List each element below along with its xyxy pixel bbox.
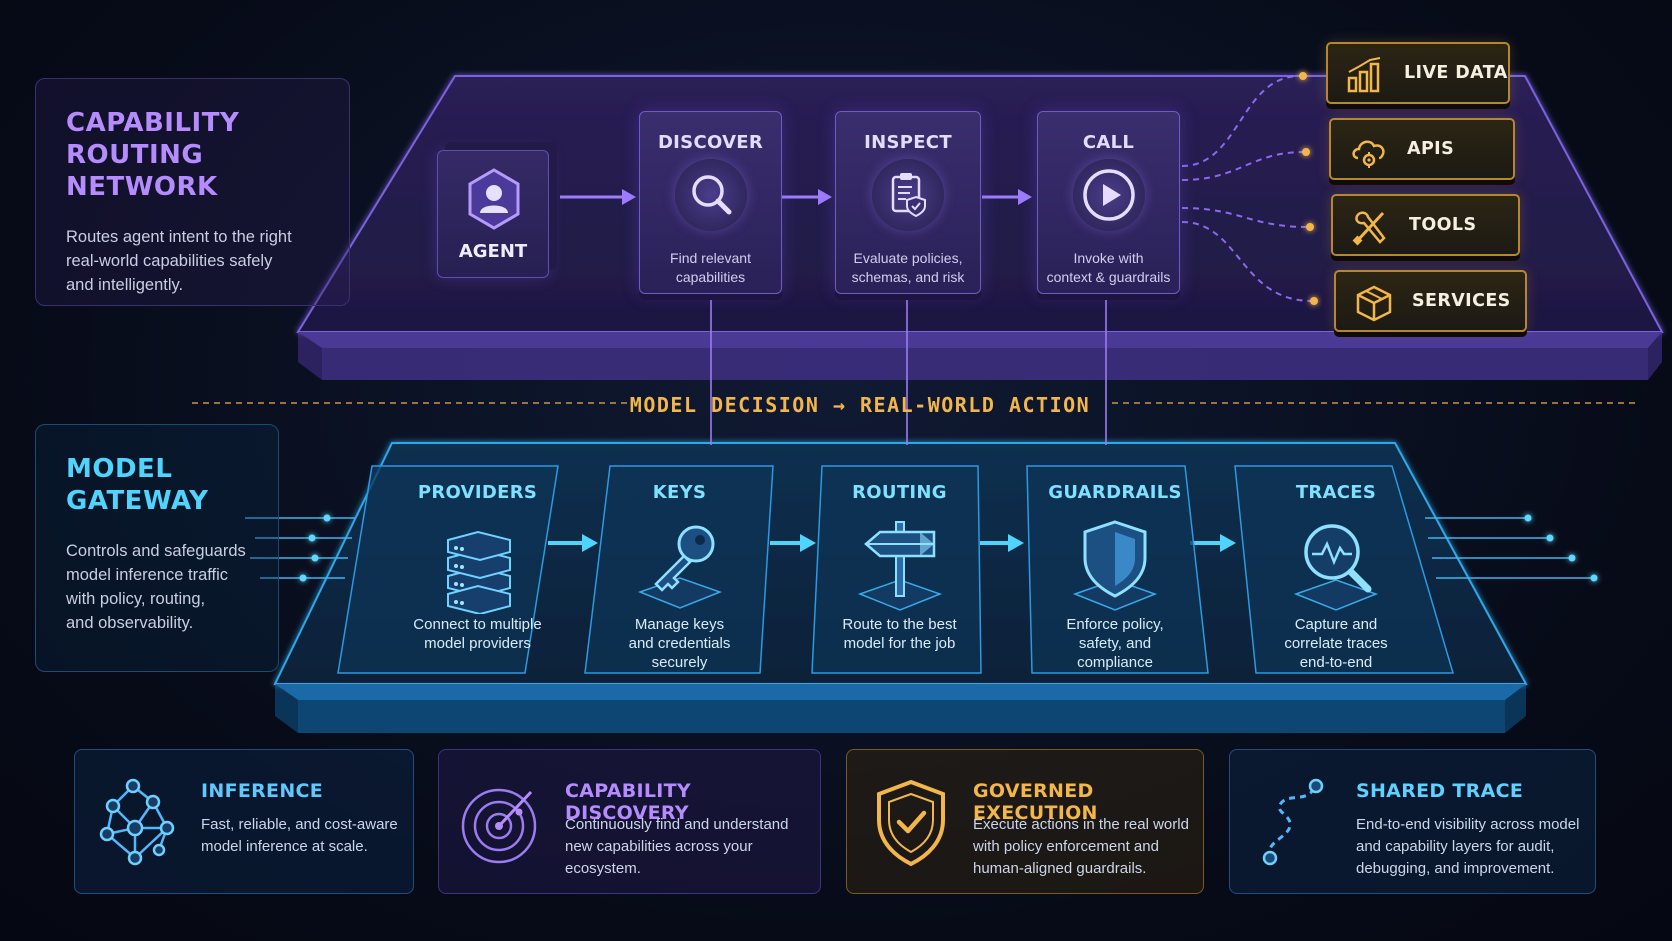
shared-trace-title: SHARED TRACE [1356, 780, 1524, 802]
guardrails-title: GUARDRAILS [1048, 482, 1182, 503]
inspect-card[interactable]: INSPECT Evaluate policies, schemas, and … [835, 111, 981, 294]
network-nodes-icon [99, 778, 175, 866]
inspect-description: Evaluate policies, schemas, and risk [851, 250, 965, 285]
guardrails-description: Enforce policy, safety, and compliance [1066, 616, 1164, 671]
call-title: CALL [1082, 132, 1135, 153]
capability-routing-title: CAPABILITY ROUTING NETWORK [66, 108, 240, 202]
model-gateway-description: Controls and safeguards model inference … [66, 542, 246, 632]
inspect-title: INSPECT [864, 132, 952, 153]
capability-discovery-description: Continuously find and understand new cap… [565, 816, 789, 877]
keys-description: Manage keys and credentials securely [628, 616, 731, 671]
services-label: SERVICES [1412, 291, 1511, 311]
providers-title: PROVIDERS [417, 482, 538, 503]
radar-icon [461, 788, 537, 864]
capability-connectors [1181, 75, 1313, 302]
guardrails-card[interactable]: GUARDRAILS Enforce policy, safety, and c… [1025, 466, 1205, 673]
live-data-tile[interactable]: LIVE DATA [1326, 42, 1510, 104]
capability-connector-dots [1299, 72, 1318, 305]
agent-node[interactable]: AGENT [437, 150, 549, 278]
agent-label: AGENT [458, 241, 528, 262]
inference-description: Fast, reliable, and cost-aware model inf… [201, 816, 398, 855]
shared-trace-feature-card: SHARED TRACE End-to-end visibility acros… [1229, 749, 1596, 894]
shared-trace-description: End-to-end visibility across model and c… [1356, 816, 1580, 877]
model-gateway-title: MODEL GATEWAY [66, 454, 209, 516]
routing-title: ROUTING [852, 482, 947, 503]
traffic-lines [245, 517, 1594, 579]
model-gateway-panel: MODEL GATEWAY Controls and safeguards mo… [35, 424, 279, 672]
inference-title: INFERENCE [201, 780, 324, 802]
call-card[interactable]: CALL Invoke with context & guardrails [1037, 111, 1180, 294]
capability-routing-panel: CAPABILITY ROUTING NETWORK Routes agent … [35, 78, 350, 306]
wrench-screwdriver-icon [1352, 211, 1386, 246]
cloud-gear-icon [1352, 140, 1385, 168]
services-tile[interactable]: SERVICES [1334, 270, 1527, 332]
magnifier-waveform-icon [1293, 524, 1379, 611]
play-icon [1072, 159, 1145, 231]
tools-tile[interactable]: TOOLS [1331, 194, 1520, 256]
traffic-dots [299, 514, 1598, 582]
governed-execution-title: GOVERNED EXECUTION [973, 780, 1098, 824]
providers-card[interactable]: PROVIDERS Connect to multiple model prov… [370, 466, 585, 673]
trace-path-icon [1262, 778, 1324, 866]
apis-tile[interactable]: APIS [1329, 118, 1515, 180]
layer-connectors [441, 300, 1473, 490]
apis-label: APIS [1407, 139, 1455, 159]
governed-execution-description: Execute actions in the real world with p… [973, 816, 1189, 877]
keys-title: KEYS [652, 482, 707, 503]
cube-icon [1356, 285, 1392, 322]
clipboard-shield-icon [872, 159, 944, 231]
shield-check-icon [877, 779, 945, 867]
top-flow-arrows [560, 189, 1032, 205]
model-decision-label: MODEL DECISION → REAL-WORLD ACTION [629, 393, 1091, 417]
bar-chart-icon [1347, 57, 1381, 93]
discover-description: Find relevant capabilities [670, 250, 751, 285]
discover-card[interactable]: DISCOVER Find relevant capabilities [639, 111, 782, 294]
shield-icon [1072, 520, 1158, 611]
traces-card[interactable]: TRACES Capture and correlate traces end-… [1245, 466, 1427, 673]
bottom-flow-arrows [548, 534, 1236, 552]
providers-description: Connect to multiple model providers [413, 616, 542, 652]
traces-description: Capture and correlate traces end-to-end [1284, 616, 1388, 671]
capability-discovery-feature-card: CAPABILITY DISCOVERY Continuously find a… [438, 749, 821, 894]
call-description: Invoke with context & guardrails [1046, 250, 1171, 285]
search-icon [674, 159, 747, 231]
live-data-label: LIVE DATA [1404, 63, 1508, 83]
key-icon [637, 525, 722, 609]
discover-title: DISCOVER [657, 132, 764, 153]
signpost-icon [857, 521, 942, 611]
user-hexagon-icon [468, 168, 520, 230]
capability-discovery-title: CAPABILITY DISCOVERY [565, 780, 691, 824]
inference-feature-card: INFERENCE Fast, reliable, and cost-aware… [74, 749, 414, 894]
tools-label: TOOLS [1409, 215, 1477, 235]
traces-title: TRACES [1295, 482, 1377, 503]
server-stack-icon [446, 530, 511, 614]
routing-description: Route to the best model for the job [842, 616, 957, 652]
routing-card[interactable]: ROUTING Route to the best model for the … [812, 466, 987, 673]
capability-routing-description: Routes agent intent to the right real-wo… [66, 228, 292, 294]
governed-execution-feature-card: GOVERNED EXECUTION Execute actions in th… [846, 749, 1204, 894]
keys-card[interactable]: KEYS Manage keys and credentials securel… [592, 466, 767, 673]
